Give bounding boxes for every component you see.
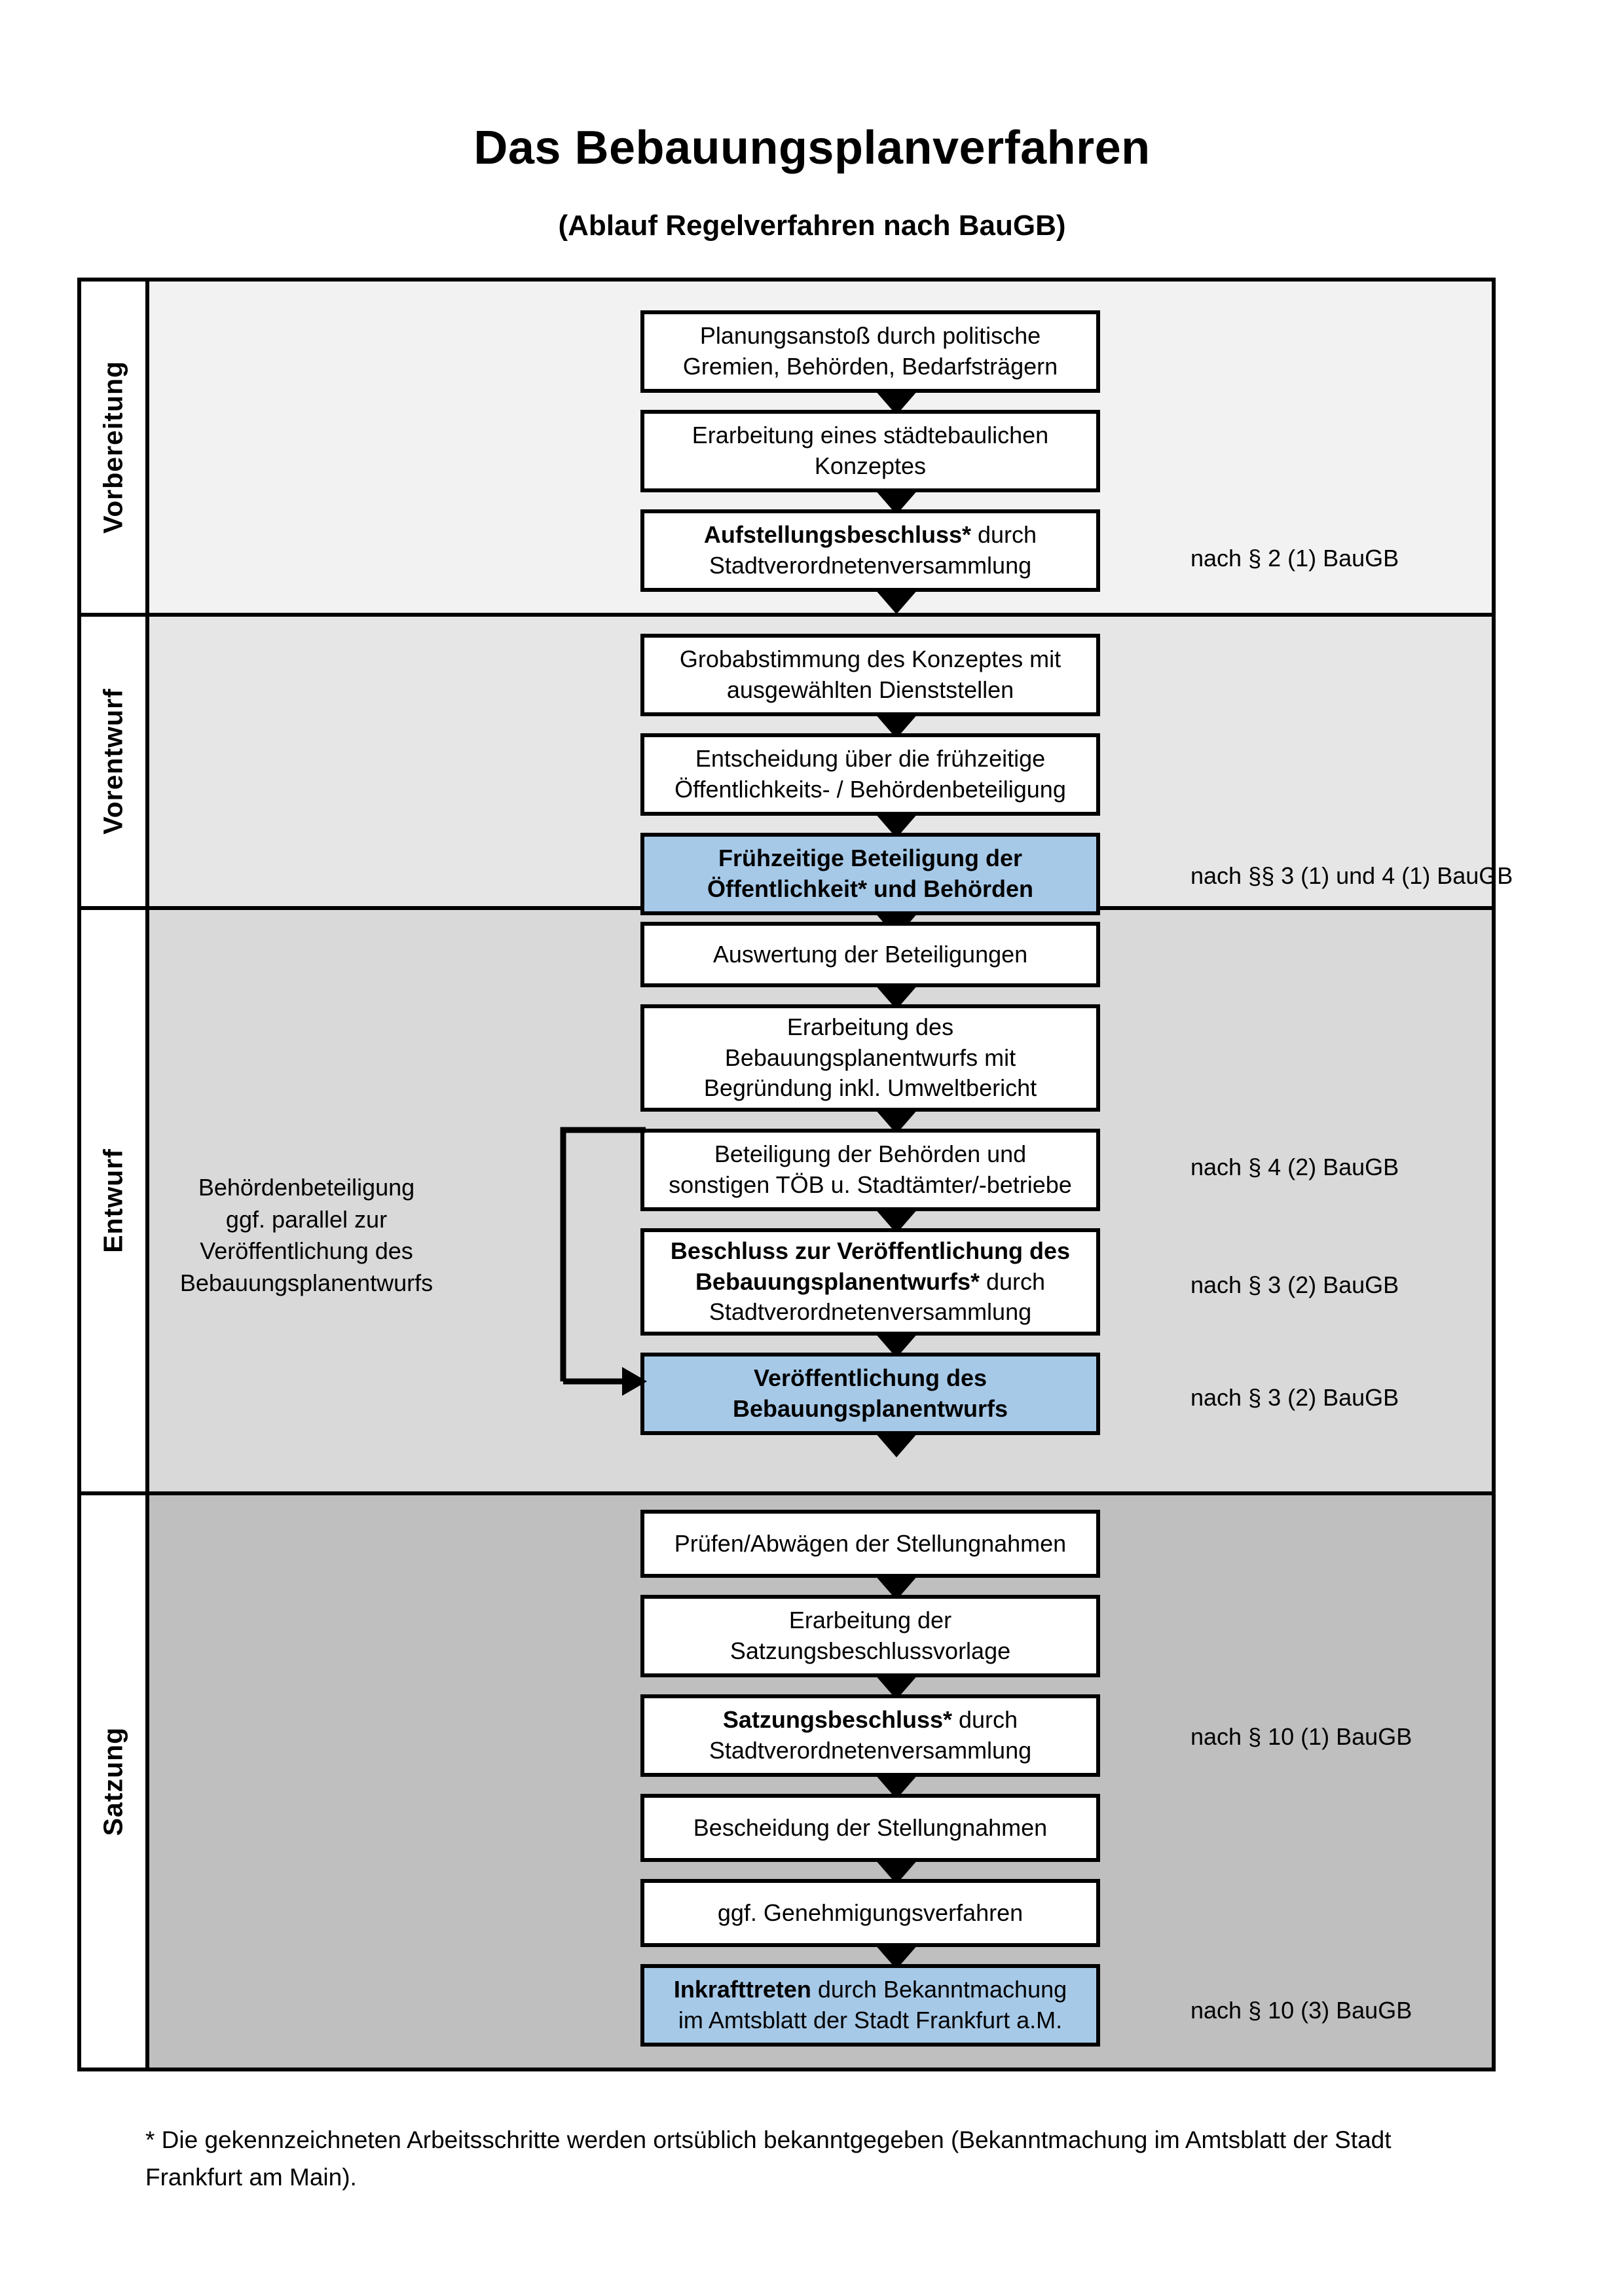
step-line: Öffentlichkeits- / Behördenbeteiligung — [674, 776, 1066, 803]
step-line: Stadtverordnetenversammlung — [709, 552, 1032, 579]
phase-label-text: Vorentwurf — [98, 688, 128, 835]
phase-label-text: Satzung — [98, 1726, 128, 1836]
step-erarbeitung-satzungsbeschlussvorlage[interactable]: Erarbeitung der Satzungsbeschlussvorlage — [640, 1595, 1100, 1677]
phase-body-satzung: Prüfen/Abwägen der Stellungnahmen Erarbe… — [149, 1491, 1492, 2068]
phase-label-satzung: Satzung — [81, 1491, 149, 2068]
sidenote-line: ggf. parallel zur — [225, 1205, 388, 1233]
step-line: Konzeptes — [814, 452, 927, 479]
step-line: Entscheidung über die frühzeitige — [695, 745, 1046, 773]
phase-body-vorbereitung: Planungsanstoß durch politische Gremien,… — [149, 282, 1492, 614]
step-line: Bescheidung der Stellungnahmen — [693, 1813, 1048, 1841]
step-line: Prüfen/Abwägen der Stellungnahmen — [674, 1529, 1067, 1557]
step-satzungsbeschluss[interactable]: Satzungsbeschluss* durch Stadtverordnete… — [640, 1694, 1100, 1777]
step-erarbeitung-bebauungsplanentwurf[interactable]: Erarbeitung des Bebauungsplanentwurfs mi… — [640, 1004, 1100, 1112]
phase-vorbereitung: Vorbereitung Planungsanstoß durch politi… — [81, 282, 1492, 614]
step-aufstellungsbeschluss[interactable]: Aufstellungsbeschluss* durch Stadtverord… — [640, 509, 1100, 592]
step-line-bold: Beschluss zur Veröffentlichung des — [670, 1237, 1071, 1264]
step-line: Grobabstimmung des Konzeptes mit — [679, 646, 1061, 673]
step-line: Öffentlichkeit* und Behörden — [707, 875, 1034, 902]
step-line-bold: Satzungsbeschluss* — [722, 1706, 953, 1734]
footnote-asterisk-note: * Die gekennzeichneten Arbeitsschritte w… — [145, 2126, 1392, 2191]
legal-ref-fruehzeitige-beteiligung: nach §§ 3 (1) und 4 (1) BauGB — [1190, 862, 1513, 889]
phase-label-vorentwurf: Vorentwurf — [81, 613, 149, 906]
step-line: Gremien, Behörden, Bedarfsträgern — [682, 353, 1058, 380]
step-pruefen-abwaegen[interactable]: Prüfen/Abwägen der Stellungnahmen — [640, 1510, 1100, 1578]
step-staedtebauliches-konzept[interactable]: Erarbeitung eines städtebaulichen Konzep… — [640, 410, 1100, 492]
sidenote-parallel-behoerdenbeteiligung: Behördenbeteiligung ggf. parallel zur Ve… — [175, 1172, 437, 1299]
phase-label-entwurf: Entwurf — [81, 906, 149, 1491]
step-line: Erarbeitung der — [788, 1607, 952, 1634]
step-line-bold: Aufstellungsbeschluss* — [703, 521, 972, 549]
step-line: Bebauungsplanentwurfs mit — [724, 1044, 1016, 1071]
phase-body-entwurf: Auswertung der Beteiligungen Erarbeitung… — [149, 906, 1492, 1491]
sidenote-line: Veröffentlichung des — [200, 1237, 413, 1265]
phase-label-vorbereitung: Vorbereitung — [81, 282, 149, 613]
phase-satzung: Satzung Prüfen/Abwägen der Stellungnahme… — [81, 1491, 1492, 2068]
step-genehmigungsverfahren[interactable]: ggf. Genehmigungsverfahren — [640, 1879, 1100, 1947]
step-line: Beteiligung der Behörden und — [714, 1140, 1027, 1168]
step-line: durch — [952, 1706, 1018, 1734]
legal-ref-beschluss-veroeffentlichung: nach § 3 (2) BauGB — [1190, 1271, 1399, 1298]
legal-ref-inkrafttreten: nach § 10 (3) BauGB — [1190, 1997, 1412, 2024]
step-line: Stadtverordnetenversammlung — [709, 1737, 1032, 1764]
step-line-bold: Inkrafttreten — [673, 1976, 811, 2003]
step-line: Stadtverordnetenversammlung — [709, 1298, 1032, 1326]
step-line: Planungsanstoß durch politische — [699, 322, 1041, 350]
phase-label-text: Entwurf — [98, 1148, 128, 1253]
legal-ref-veroeffentlichung: nach § 3 (2) BauGB — [1190, 1384, 1399, 1411]
page-title: Das Bebauungsplanverfahren — [473, 122, 1151, 174]
step-line: ausgewählten Dienststellen — [726, 676, 1014, 703]
step-line: ggf. Genehmigungsverfahren — [717, 1899, 1024, 1926]
phase-label-text: Vorbereitung — [98, 360, 128, 534]
step-line-bold: Bebauungsplanentwurfs* — [695, 1267, 980, 1295]
phase-body-vorentwurf: Grobabstimmung des Konzeptes mit ausgewä… — [149, 613, 1513, 938]
step-line: sonstigen TÖB u. Stadtämter/-betriebe — [669, 1171, 1072, 1198]
step-line: Erarbeitung des — [786, 1013, 954, 1040]
step-line: Auswertung der Beteiligungen — [712, 940, 1028, 968]
phase-vorentwurf: Vorentwurf Grobabstimmung des Konzeptes … — [81, 613, 1513, 938]
sidenote-line: Behördenbeteiligung — [198, 1174, 415, 1201]
step-line: Begründung inkl. Umweltbericht — [703, 1074, 1037, 1102]
page-subtitle: (Ablauf Regelverfahren nach BauGB) — [558, 210, 1066, 242]
legal-ref-aufstellungsbeschluss: nach § 2 (1) BauGB — [1190, 545, 1399, 572]
legal-ref-satzungsbeschluss: nach § 10 (1) BauGB — [1190, 1723, 1412, 1750]
step-line: durch Bekanntmachung — [811, 1976, 1067, 2003]
step-beteiligung-behoerden-toeb[interactable]: Beteiligung der Behörden und sonstigen T… — [640, 1129, 1100, 1211]
step-line: durch — [979, 1267, 1046, 1295]
step-entscheidung-fruehzeitige-beteiligung[interactable]: Entscheidung über die frühzeitige Öffent… — [640, 733, 1100, 816]
step-inkrafttreten[interactable]: Inkrafttreten durch Bekanntmachung im Am… — [640, 1964, 1100, 2047]
step-auswertung-beteiligungen[interactable]: Auswertung der Beteiligungen — [640, 922, 1100, 987]
step-line: Frühzeitige Beteiligung der — [718, 845, 1023, 872]
step-line: durch — [971, 521, 1037, 549]
sidenote-line: Bebauungsplanentwurfs — [179, 1269, 434, 1296]
step-planungsanstoss[interactable]: Planungsanstoß durch politische Gremien,… — [640, 310, 1100, 393]
step-line: im Amtsblatt der Stadt Frankfurt a.M. — [678, 2007, 1063, 2033]
step-line: Erarbeitung eines städtebaulichen — [692, 422, 1049, 449]
step-line: Bebauungsplanentwurfs — [732, 1395, 1008, 1422]
step-fruehzeitige-beteiligung[interactable]: Frühzeitige Beteiligung der Öffentlichke… — [640, 833, 1100, 915]
step-beschluss-veroeffentlichung[interactable]: Beschluss zur Veröffentlichung des Bebau… — [640, 1228, 1100, 1336]
step-line: Satzungsbeschlussvorlage — [729, 1637, 1011, 1664]
parallel-bracket-connector — [560, 1127, 647, 1396]
flowchart-frame: Vorbereitung Planungsanstoß durch politi… — [77, 278, 1513, 2071]
step-bescheidung-stellungnahmen[interactable]: Bescheidung der Stellungnahmen — [640, 1794, 1100, 1862]
step-line: Veröffentlichung des — [753, 1364, 987, 1392]
step-grobabstimmung[interactable]: Grobabstimmung des Konzeptes mit ausgewä… — [640, 634, 1100, 716]
phase-entwurf: Entwurf Auswertung der Beteiligungen Era… — [81, 906, 1492, 1491]
legal-ref-behoerdenbeteiligung: nach § 4 (2) BauGB — [1190, 1154, 1399, 1180]
step-veroeffentlichung-bebauungsplanentwurf[interactable]: Veröffentlichung des Bebauungsplanentwur… — [640, 1353, 1100, 1435]
